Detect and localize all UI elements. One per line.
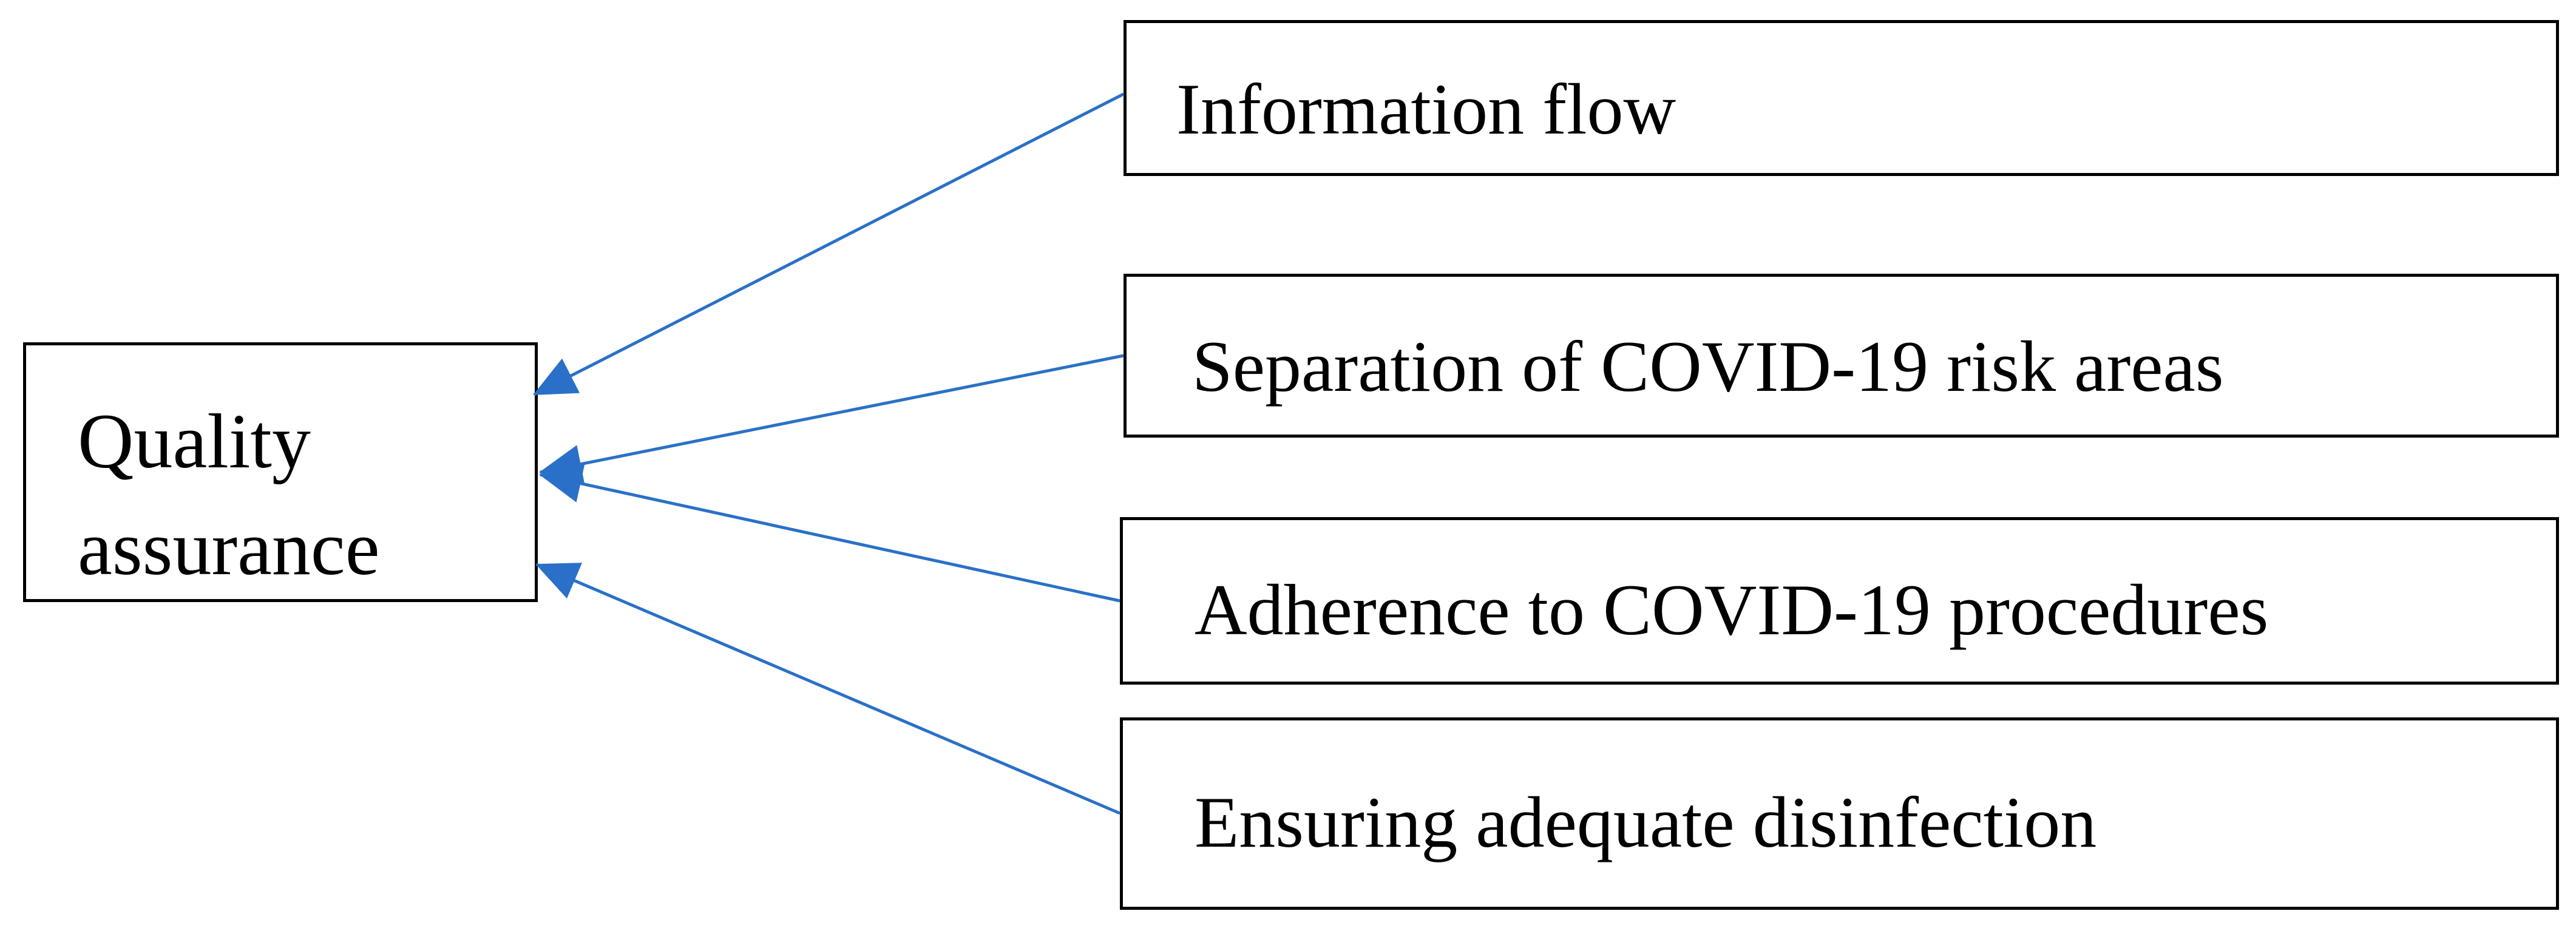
information-flow-box: Information flow — [1124, 20, 2559, 176]
separation-risk-areas-label: Separation of COVID-19 risk areas — [1192, 326, 2224, 407]
arrow-adherence-procedures — [539, 464, 1120, 603]
adherence-procedures-label: Adherence to COVID-19 procedures — [1195, 569, 2269, 650]
separation-risk-areas-box: Separation of COVID-19 risk areas — [1124, 274, 2559, 438]
quality-assurance-box: Quality assurance — [23, 342, 538, 602]
adherence-procedures-box: Adherence to COVID-19 procedures — [1120, 517, 2559, 685]
arrow-separation-risk-areas — [539, 354, 1124, 484]
arrow-adequate-disinfection — [535, 563, 1120, 815]
arrow-information-flow — [533, 92, 1125, 396]
information-flow-label: Information flow — [1176, 69, 1676, 149]
adequate-disinfection-box: Ensuring adequate disinfection — [1120, 717, 2559, 910]
quality-assurance-label: Quality assurance — [78, 398, 380, 591]
adequate-disinfection-label: Ensuring adequate disinfection — [1195, 782, 2097, 862]
